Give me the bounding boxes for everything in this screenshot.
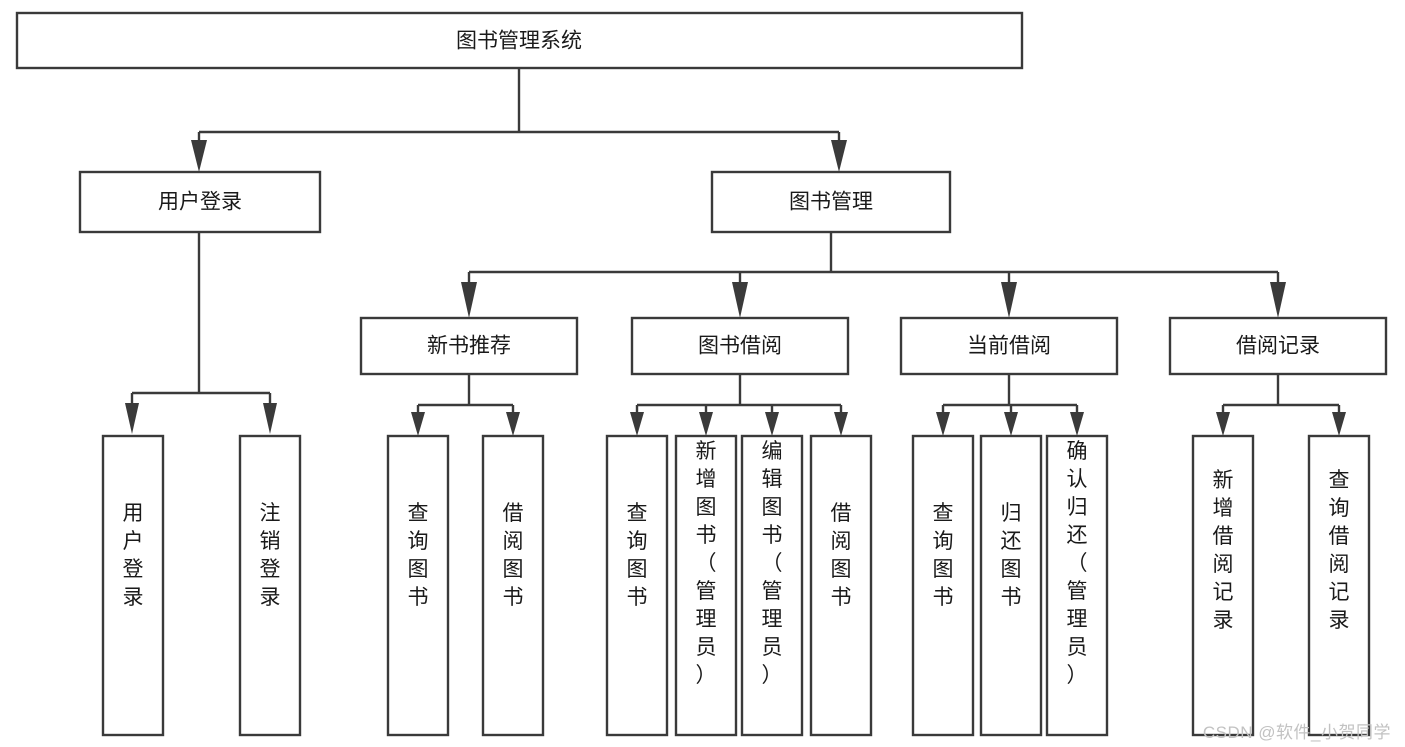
node-current-borrow-label: 当前借阅 [967, 335, 1051, 358]
node-borrow-records[interactable]: 借阅记录 [1168, 316, 1388, 376]
leaf-group: 用户登录 注销登录 查询图书 借阅图书 查询图书 新增图书（管理员） [101, 434, 1371, 737]
node-book-borrow[interactable]: 图书借阅 [630, 316, 850, 376]
leaf-label: 新增图书（管理员） [696, 440, 717, 687]
leaf-borrow-book-borrow-box[interactable] [809, 434, 873, 737]
arrow-root-to-book-mgmt [831, 140, 847, 172]
arrow-borrow-leaf-1 [630, 412, 644, 436]
node-new-book-recommend-label: 新书推荐 [427, 335, 511, 358]
node-root[interactable]: 图书管理系统 [15, 11, 1024, 70]
leaf-query-book-borrow-box[interactable] [605, 434, 669, 737]
leaf-confirm-return-admin-box[interactable] [1045, 434, 1109, 737]
arrow-newbooks-leaf-1 [411, 412, 425, 436]
node-current-borrow-box[interactable] [899, 316, 1119, 376]
leaf-label: 新增借阅记录 [1213, 469, 1234, 632]
node-user-login-box[interactable] [78, 170, 322, 234]
node-user-login[interactable]: 用户登录 [78, 170, 322, 234]
leaf-user-login-box[interactable] [101, 434, 165, 737]
arrow-current-leaf-3 [1070, 412, 1084, 436]
arrow-bookmgmt-to-new-books [461, 282, 477, 318]
arrow-records-leaf-2 [1332, 412, 1346, 436]
node-borrow-records-label: 借阅记录 [1236, 335, 1320, 358]
leaf-node[interactable]: 查询图书 [386, 434, 450, 737]
leaf-label: 查询图书 [933, 502, 954, 609]
arrow-borrow-leaf-3 [765, 412, 779, 436]
arrow-borrow-leaf-4 [834, 412, 848, 436]
connector-group [125, 68, 1346, 436]
arrow-userlogin-leaf-2 [263, 403, 277, 434]
leaf-node[interactable]: 归还图书 [979, 434, 1043, 737]
arrow-userlogin-leaf-1 [125, 403, 139, 434]
node-book-management-box[interactable] [710, 170, 952, 234]
arrow-bookmgmt-to-records [1270, 282, 1286, 318]
leaf-query-book-newbooks-box[interactable] [386, 434, 450, 737]
node-book-management[interactable]: 图书管理 [710, 170, 952, 234]
leaf-node[interactable]: 查询图书 [605, 434, 669, 737]
node-root-box[interactable] [15, 11, 1024, 70]
node-new-book-recommend[interactable]: 新书推荐 [359, 316, 579, 376]
node-new-book-recommend-box[interactable] [359, 316, 579, 376]
leaf-label: 查询图书 [627, 502, 648, 609]
leaf-label: 编辑图书（管理员） [762, 440, 783, 687]
leaf-label: 查询图书 [408, 502, 429, 609]
leaf-label: 注销登录 [260, 502, 281, 609]
leaf-node[interactable]: 查询借阅记录 [1307, 434, 1371, 737]
leaf-query-borrow-record-box[interactable] [1307, 434, 1371, 737]
node-current-borrow[interactable]: 当前借阅 [899, 316, 1119, 376]
arrow-newbooks-leaf-2 [506, 412, 520, 436]
arrow-current-leaf-1 [936, 412, 950, 436]
node-book-management-label: 图书管理 [789, 191, 873, 214]
leaf-node[interactable]: 借阅图书 [481, 434, 545, 737]
leaf-node[interactable]: 新增图书（管理员） [674, 434, 738, 737]
leaf-node[interactable]: 确认归还（管理员） [1045, 434, 1109, 737]
leaf-node[interactable]: 查询图书 [911, 434, 975, 737]
node-root-label: 图书管理系统 [456, 30, 582, 53]
leaf-node[interactable]: 新增借阅记录 [1191, 434, 1255, 737]
node-user-login-label: 用户登录 [158, 191, 242, 214]
leaf-label: 借阅图书 [503, 502, 524, 609]
leaf-add-borrow-record-box[interactable] [1191, 434, 1255, 737]
leaf-add-book-admin-box[interactable] [674, 434, 738, 737]
leaf-label: 查询借阅记录 [1329, 469, 1350, 632]
node-book-borrow-box[interactable] [630, 316, 850, 376]
leaf-label: 用户登录 [123, 502, 144, 609]
leaf-return-book-box[interactable] [979, 434, 1043, 737]
leaf-borrow-book-newbooks-box[interactable] [481, 434, 545, 737]
arrow-records-leaf-1 [1216, 412, 1230, 436]
leaf-label: 借阅图书 [831, 502, 852, 609]
leaf-node[interactable]: 注销登录 [238, 434, 302, 737]
node-book-borrow-label: 图书借阅 [698, 335, 782, 358]
arrow-borrow-leaf-2 [699, 412, 713, 436]
leaf-query-book-current-box[interactable] [911, 434, 975, 737]
arrow-root-to-user-login [191, 140, 207, 172]
leaf-node[interactable]: 借阅图书 [809, 434, 873, 737]
leaf-label: 确认归还（管理员） [1067, 440, 1088, 687]
leaf-logout-box[interactable] [238, 434, 302, 737]
leaf-node[interactable]: 编辑图书（管理员） [740, 434, 804, 737]
leaf-label: 归还图书 [1001, 502, 1022, 609]
leaf-edit-book-admin-box[interactable] [740, 434, 804, 737]
node-borrow-records-box[interactable] [1168, 316, 1388, 376]
arrow-current-leaf-2 [1004, 412, 1018, 436]
arrow-bookmgmt-to-borrow [732, 282, 748, 318]
arrow-bookmgmt-to-current [1001, 282, 1017, 318]
csdn-watermark: CSDN @软件_小贺同学 [1202, 723, 1391, 742]
leaf-node[interactable]: 用户登录 [101, 434, 165, 737]
